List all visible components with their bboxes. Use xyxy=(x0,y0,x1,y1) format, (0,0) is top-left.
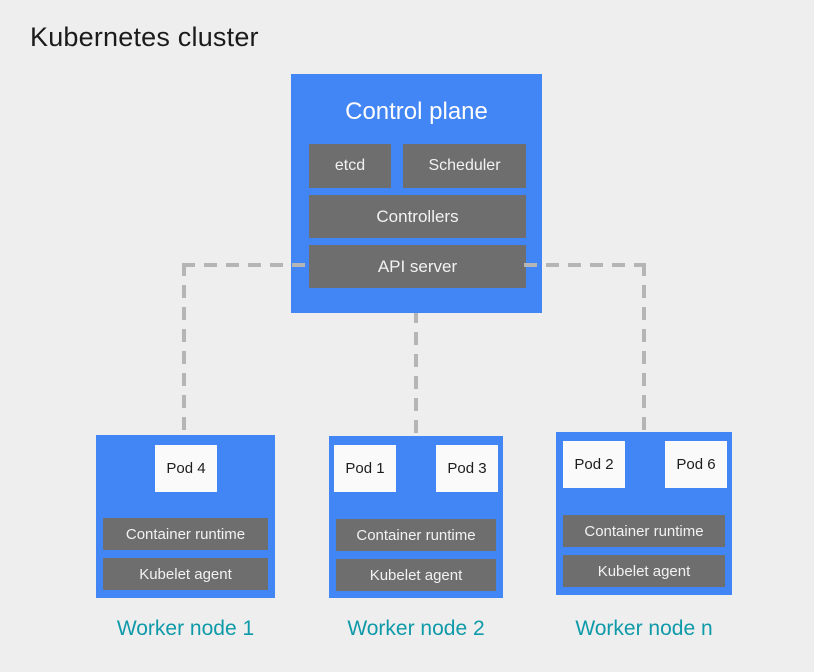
control-plane-box: Control plane etcd Scheduler Controllers… xyxy=(291,74,542,313)
worker-node-n-label: Worker node n xyxy=(575,617,713,640)
controllers-box: Controllers xyxy=(309,195,526,238)
worker-node-n-box: Pod 2 Pod 6 Container runtime Kubelet ag… xyxy=(556,432,732,595)
container-runtime-box: Container runtime xyxy=(103,518,268,550)
worker-node-1-label: Worker node 1 xyxy=(116,617,255,640)
diagram-title: Kubernetes cluster xyxy=(30,22,259,52)
container-runtime-box: Container runtime xyxy=(563,515,725,547)
kubelet-agent-box: Kubelet agent xyxy=(336,559,496,591)
kubelet-agent-box: Kubelet agent xyxy=(103,558,268,590)
pod-box: Pod 3 xyxy=(436,445,498,492)
scheduler-box: Scheduler xyxy=(403,144,526,188)
control-plane-title: Control plane xyxy=(345,98,488,125)
connector-line-right-horizontal xyxy=(524,263,645,267)
container-runtime-box: Container runtime xyxy=(336,519,496,551)
connector-line-worker1-vertical xyxy=(182,263,186,435)
connector-line-worker2-vertical xyxy=(414,310,418,436)
pod-box: Pod 4 xyxy=(155,445,217,492)
worker-node-1-box: Pod 4 Container runtime Kubelet agent xyxy=(96,435,275,598)
kubelet-agent-box: Kubelet agent xyxy=(563,555,725,587)
etcd-box: etcd xyxy=(309,144,391,188)
worker-node-2-box: Pod 1 Pod 3 Container runtime Kubelet ag… xyxy=(329,436,503,598)
connector-line-workern-vertical xyxy=(642,263,646,433)
pod-box: Pod 1 xyxy=(334,445,396,492)
pod-box: Pod 2 xyxy=(563,441,625,488)
pod-box: Pod 6 xyxy=(665,441,727,488)
api-server-box: API server xyxy=(309,245,526,288)
connector-line-left-horizontal xyxy=(182,263,309,267)
worker-node-2-label: Worker node 2 xyxy=(347,617,485,640)
